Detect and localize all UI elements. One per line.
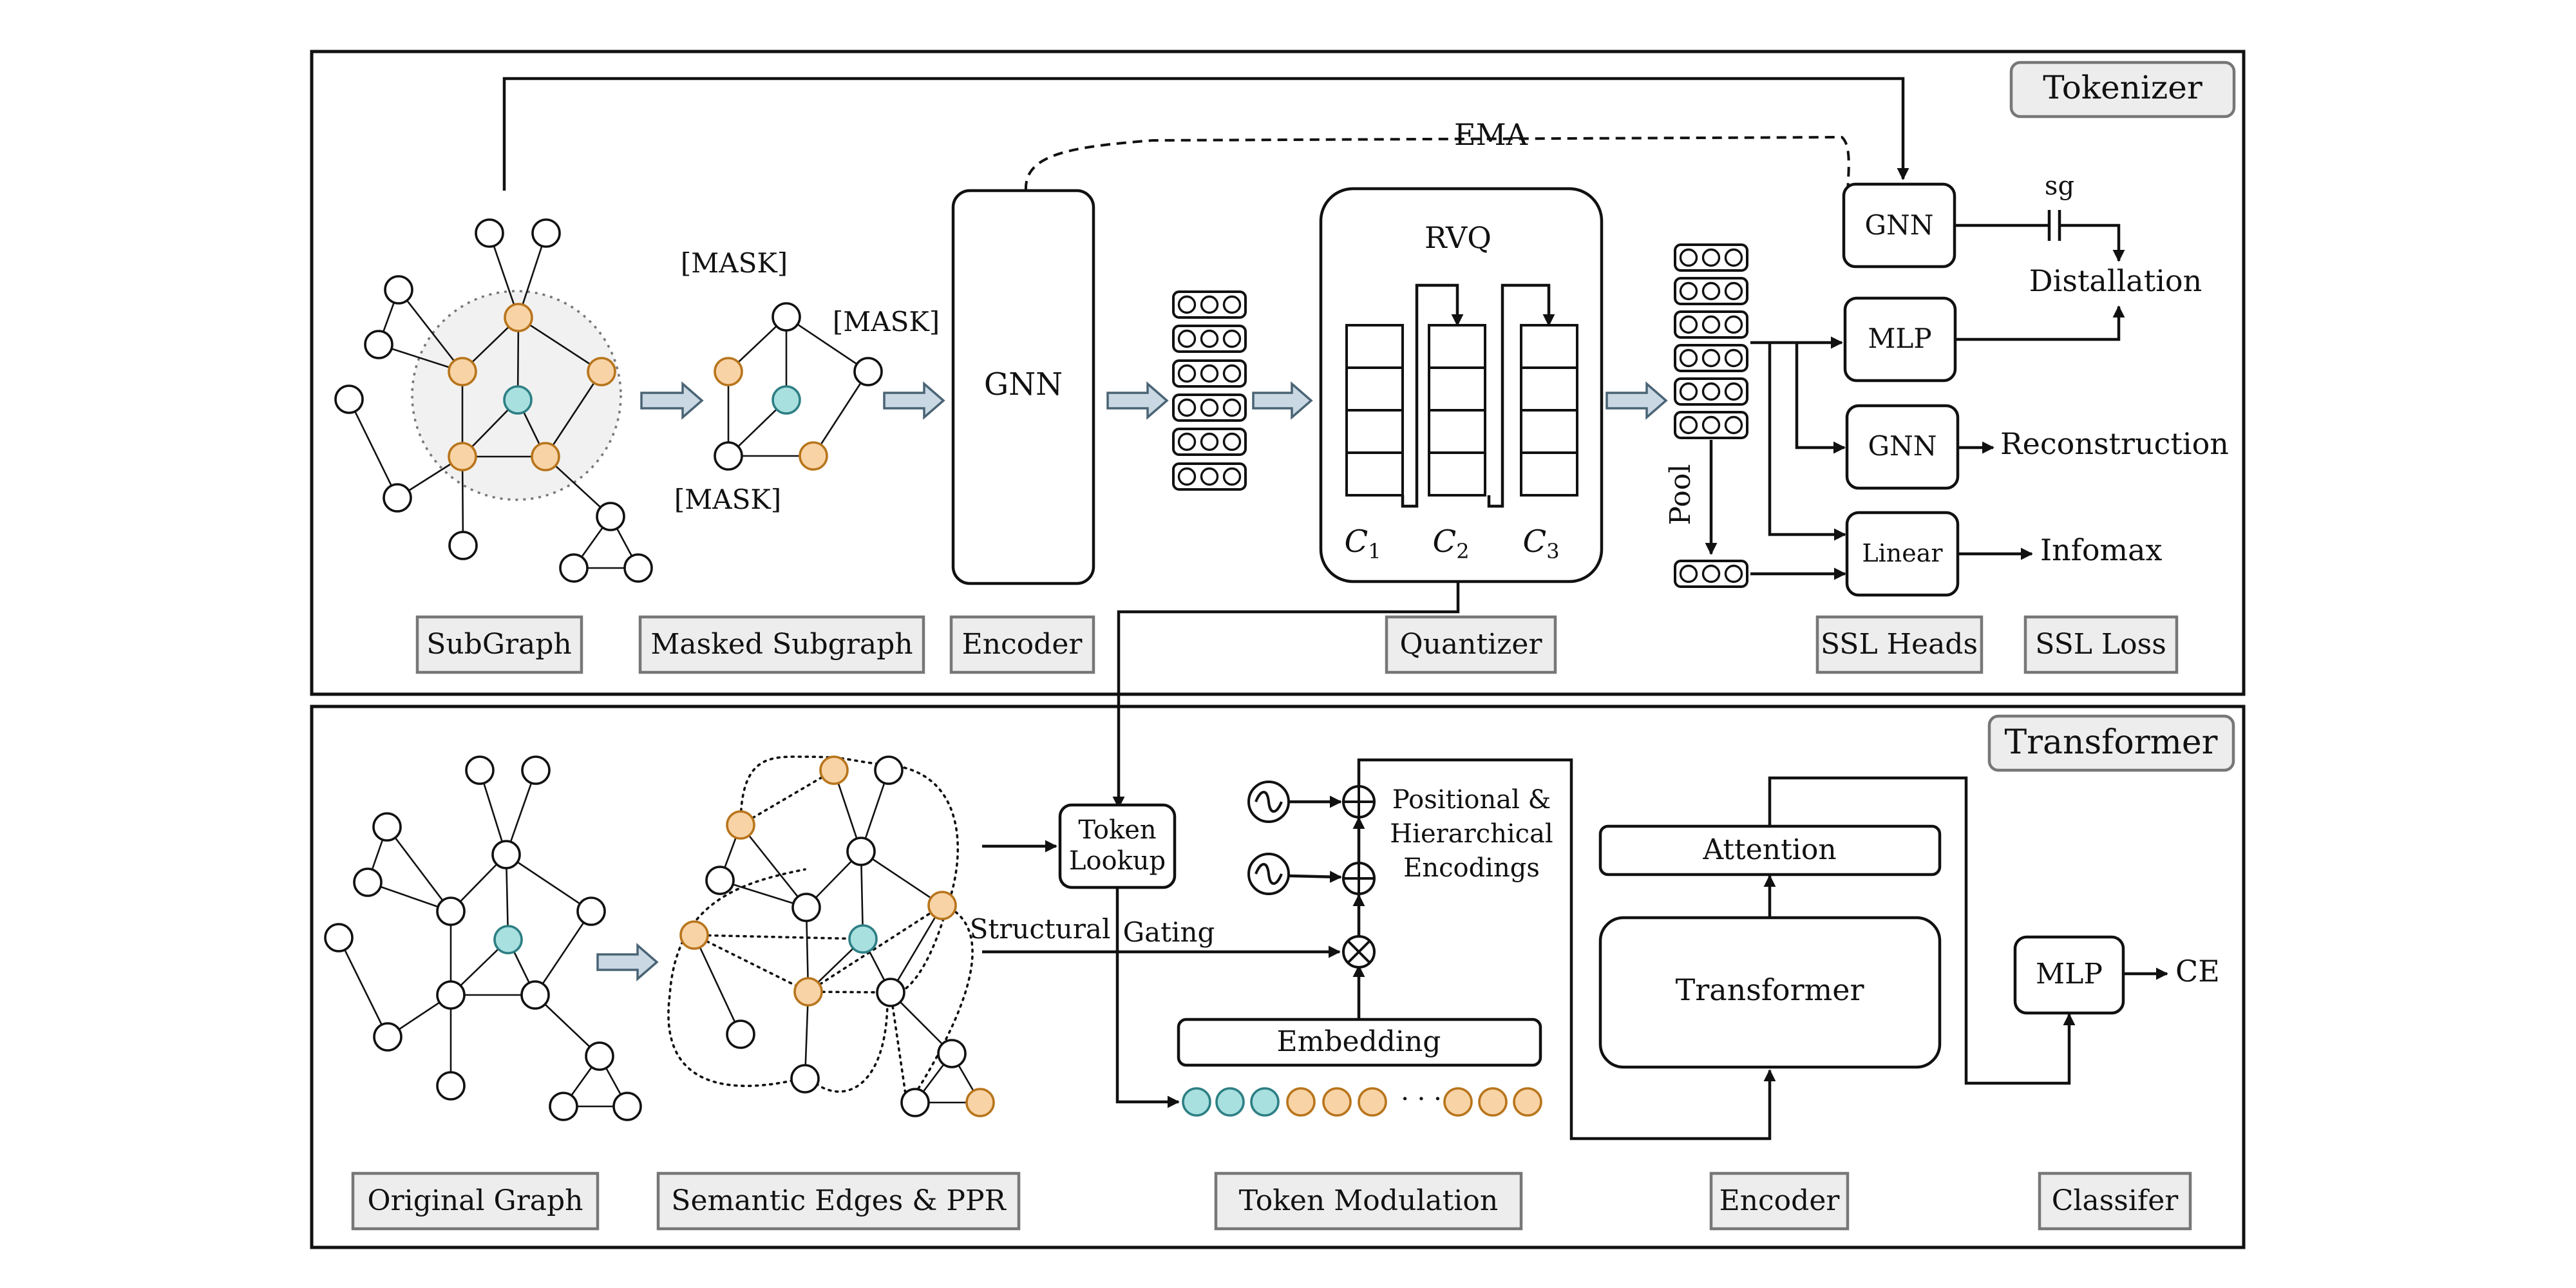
stage-label-encoder: Encoder [962,628,1083,661]
mask-token-label: [MASK] [681,247,788,279]
embedding-vector [1172,462,1247,491]
masked-subgraph-graph [714,302,883,471]
residual-wire [1487,283,1555,508]
mlp-head-label: MLP [1868,323,1931,354]
reconstruction-loss-label: Reconstruction [2000,426,2229,461]
gnn-head-label: GNN [1868,430,1937,462]
token [1182,1087,1211,1117]
residual-wire [1401,283,1464,508]
quantized-vector [1674,377,1748,406]
token-sequence [1182,1087,1542,1117]
distillation-loss-label: Distallation [2029,263,2202,298]
encoder-gnn-block [951,189,1095,585]
pool-label: Pool [1664,464,1697,526]
target-gnn-label: GNN [1864,209,1933,241]
embedding-vector [1172,428,1247,456]
token [1215,1087,1245,1117]
infomax-loss-label: Infomax [2040,533,2163,567]
classifier-mlp-label: MLP [2036,958,2103,990]
codebook-c1 [1345,324,1404,497]
transformer-block-label: Transformer [1676,972,1864,1007]
token [1286,1087,1316,1117]
embedding-label: Embedding [1277,1025,1441,1058]
embedding-vector [1172,393,1247,422]
flow-arrow [1252,381,1313,420]
encoder-gnn-label: GNN [984,366,1063,402]
flow-arrow [1106,381,1169,420]
structural-label: Structural [970,913,1111,945]
subgraph-graph [334,218,653,583]
token [1443,1087,1473,1117]
quantized-vector [1674,277,1748,305]
flow-arrow [883,381,945,420]
pooled-vector [1674,560,1748,588]
ema-label: EMA [1454,117,1528,152]
tokenizer-title: Tokenizer [2043,69,2202,106]
stage-label-ssl-heads: SSL Heads [1821,628,1978,661]
quantizer-to-token-lookup-wire [1112,582,1460,809]
embedding-vector [1172,359,1247,388]
flow-arrow [596,943,659,981]
ce-loss-label: CE [2175,954,2220,989]
stage-label-original-graph: Original Graph [368,1184,583,1217]
token [1250,1087,1280,1117]
linear-head-label: Linear [1862,539,1943,567]
token-sequence-ellipsis: · · · [1401,1084,1442,1114]
tokenizer-panel: Tokenizer EMA [310,50,2246,809]
mask-token-label: [MASK] [674,484,781,515]
stage-label-masked-subgraph: Masked Subgraph [650,628,913,661]
token [1513,1087,1542,1117]
quantized-vector [1674,310,1748,339]
attention-block-label: Attention [1702,833,1836,866]
quantized-vector [1674,344,1748,372]
token [1358,1087,1387,1117]
stage-label-subgraph: SubGraph [426,628,572,661]
transformer-title: Transformer [2004,723,2217,762]
token [1478,1087,1508,1117]
codebook-label-c3: C3 [1522,524,1559,564]
stage-label-ssl-loss: SSL Loss [2035,628,2166,661]
subgraph-to-target-gnn-wire [502,77,1909,191]
original-graph [324,755,642,1121]
transformer-panel: Transformer [310,705,2246,1249]
token [1322,1087,1352,1117]
quantized-vector [1674,243,1748,272]
rvq-title: RVQ [1425,220,1492,255]
embedding-vector [1172,290,1247,319]
stage-label-classifier: Classifer [2052,1184,2179,1217]
transformer-title-box [1987,714,2235,772]
tokenizer-title-box [2009,61,2236,118]
mask-token-label: [MASK] [833,306,940,337]
codebook-c3 [1520,324,1578,497]
stage-label-semantic-edges: Semantic Edges & PPR [671,1184,1007,1217]
codebooks [1345,283,1578,508]
pooled-embedding [1674,560,1748,588]
stage-label-encoder: Encoder [1719,1184,1841,1217]
stop-gradient-label: sg [2045,171,2074,201]
codebook-c2 [1428,324,1486,497]
codebook-label-c2: C2 [1432,524,1469,564]
stage-label-token-modulation: Token Modulation [1239,1184,1498,1217]
ema-curve [1024,135,1850,210]
embedding-vector [1172,325,1247,353]
quantized-vector [1674,411,1748,439]
gating-label: Gating [1123,916,1215,948]
stage-label-quantizer: Quantizer [1400,628,1543,661]
flow-arrow [1605,381,1668,420]
node-embeddings [1172,290,1247,491]
flow-arrow [640,381,704,420]
codebook-label-c1: C1 [1344,524,1381,564]
quantized-embeddings [1674,243,1748,439]
semantic-edges-graph [667,755,995,1117]
